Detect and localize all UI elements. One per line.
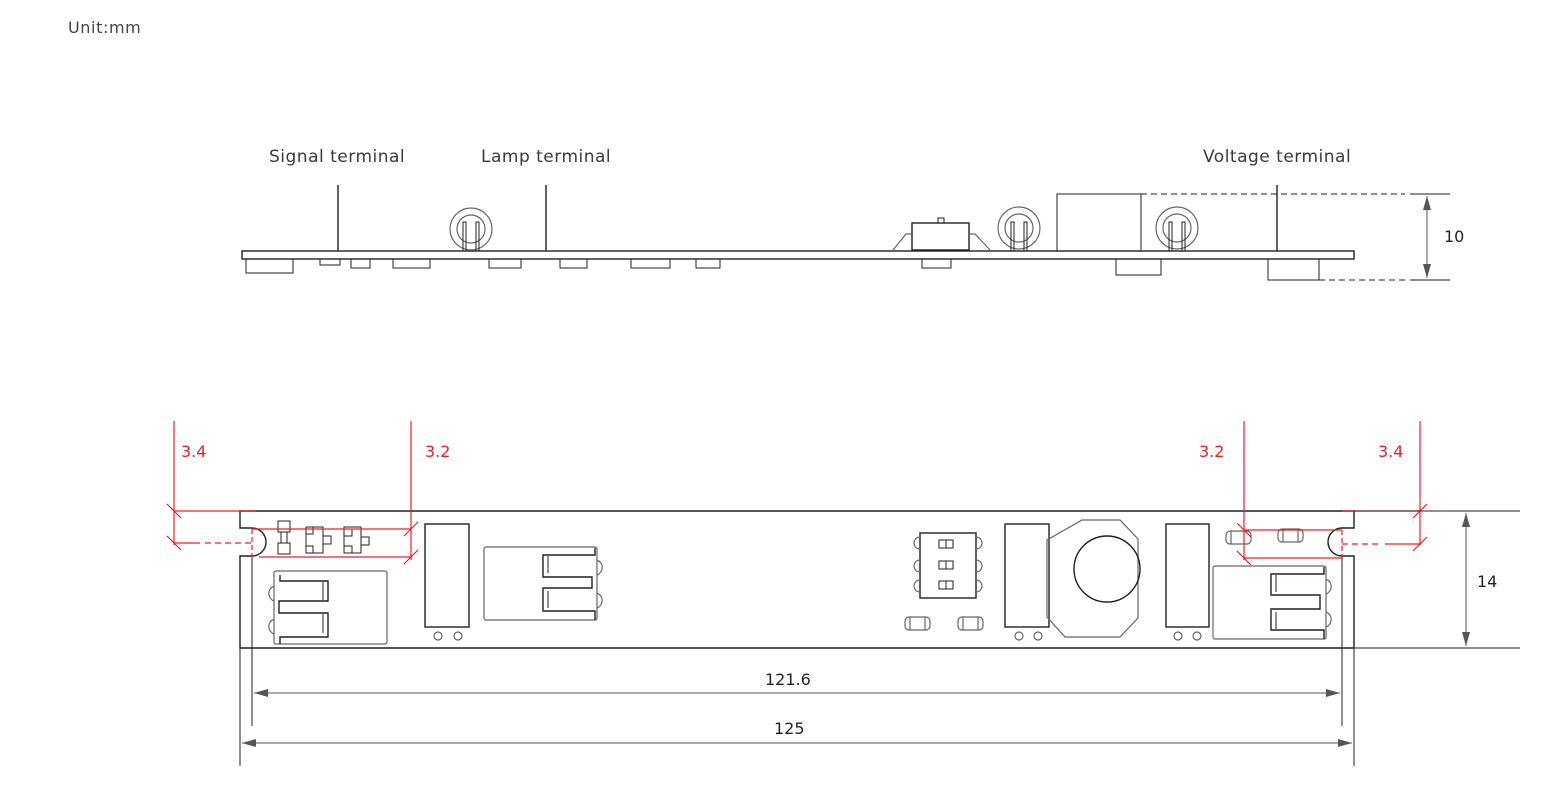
connector-right [1212, 565, 1332, 640]
bottom-components [245, 258, 1320, 281]
dim-right-inner: 3.2 [1199, 442, 1224, 461]
smd-left-group [277, 520, 370, 555]
relay-2 [1004, 523, 1050, 641]
resistors [904, 528, 1304, 631]
relay-3 [1165, 523, 1210, 641]
transformer-side [1056, 193, 1142, 252]
dip-switch [913, 532, 983, 599]
inductor [1046, 519, 1141, 638]
top-view: 3.4 3.2 3.2 3.4 14 121.6 125 [166, 421, 1520, 766]
total-length-label: 125 [774, 719, 805, 738]
capacitor-side-2 [997, 206, 1041, 251]
unit-label: Unit:mm [68, 18, 141, 37]
pcb-side [241, 250, 1355, 260]
relay-1 [424, 523, 470, 641]
dim-left-inner: 3.2 [425, 442, 450, 461]
height-dimension-label: 10 [1444, 227, 1464, 246]
lamp-terminal-label: Lamp terminal [481, 147, 611, 167]
dim-right-outer: 3.4 [1378, 442, 1403, 461]
connector-left [268, 570, 388, 645]
switch-side [892, 217, 991, 251]
side-view: Signal terminal Lamp terminal Voltage te… [241, 147, 1464, 281]
signal-terminal-label: Signal terminal [269, 147, 405, 167]
hole-span-label: 121.6 [765, 670, 811, 689]
capacitor-side-3 [1155, 206, 1199, 251]
voltage-terminal-label: Voltage terminal [1203, 147, 1351, 167]
dim-left-outer: 3.4 [181, 442, 206, 461]
connector-middle [483, 546, 603, 621]
width-dimension-label: 14 [1477, 572, 1497, 591]
capacitor-side-1 [449, 207, 493, 251]
